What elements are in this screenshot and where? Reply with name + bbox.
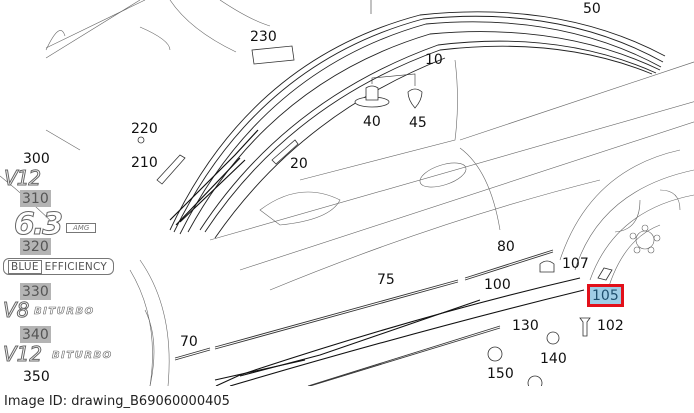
- callout-102[interactable]: 102: [597, 318, 624, 334]
- callout-310[interactable]: 310: [20, 190, 51, 207]
- v8-badge: V8: [2, 298, 30, 323]
- callout-40[interactable]: 40: [363, 114, 381, 130]
- v12-biturbo-badge: BITURBO: [52, 350, 113, 362]
- callout-10[interactable]: 10: [425, 52, 443, 68]
- amg-63-badge: 6.3: [13, 207, 63, 243]
- callout-130[interactable]: 130: [512, 318, 539, 334]
- callout-140[interactable]: 140: [540, 351, 567, 367]
- car-side-outline-drawing: [0, 0, 694, 386]
- callout-75[interactable]: 75: [377, 272, 395, 288]
- callout-330[interactable]: 330: [20, 283, 51, 300]
- callout-100[interactable]: 100: [484, 277, 511, 293]
- callout-340[interactable]: 340: [20, 326, 51, 343]
- callout-50[interactable]: 50: [583, 1, 601, 17]
- callout-300[interactable]: 300: [23, 151, 50, 167]
- image-id-caption: Image ID: drawing_B69060000405: [4, 394, 230, 409]
- callout-105-selected[interactable]: 105: [587, 284, 624, 307]
- callout-70[interactable]: 70: [180, 334, 198, 350]
- v8-biturbo-badge: BITURBO: [34, 306, 95, 318]
- v12-badge: V12: [3, 166, 41, 191]
- callout-150[interactable]: 150: [487, 366, 514, 382]
- callout-320[interactable]: 320: [20, 238, 51, 255]
- callout-45[interactable]: 45: [409, 115, 427, 131]
- callout-220[interactable]: 220: [131, 121, 158, 137]
- callout-80[interactable]: 80: [497, 239, 515, 255]
- v12-biturbo-v-badge: V12: [2, 342, 43, 367]
- callout-20[interactable]: 20: [290, 156, 308, 172]
- callout-107[interactable]: 107: [562, 256, 589, 272]
- callout-210[interactable]: 210: [131, 155, 158, 171]
- callout-350[interactable]: 350: [23, 369, 50, 385]
- blue-label: BLUE: [8, 260, 42, 274]
- callout-230[interactable]: 230: [250, 29, 277, 45]
- amg-tag-badge: AMG: [66, 223, 97, 233]
- efficiency-label: EFFICIENCY: [44, 261, 107, 273]
